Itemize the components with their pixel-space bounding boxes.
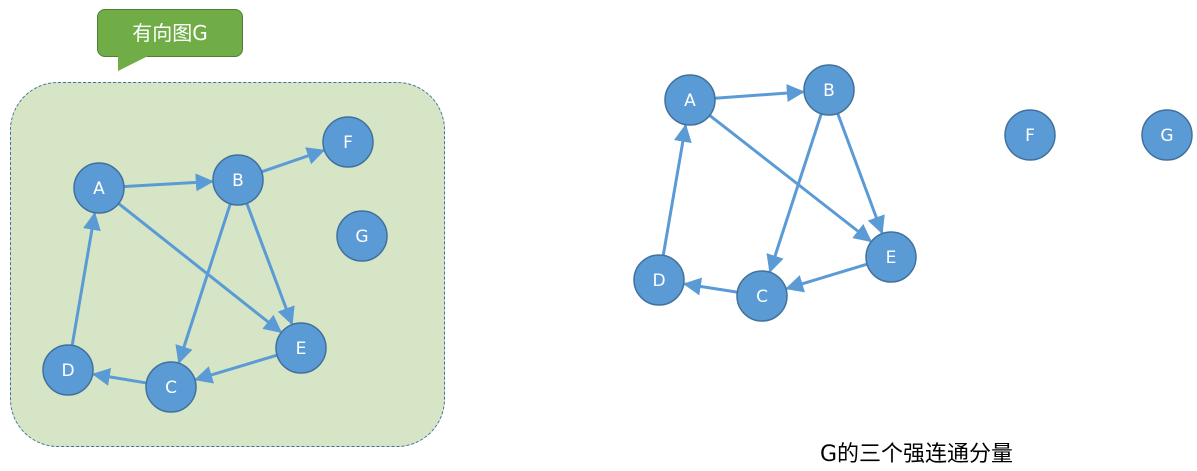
node-circle <box>145 361 197 413</box>
node-g-graph1: G <box>336 210 388 262</box>
node-label: F <box>1025 126 1035 146</box>
node-circle <box>633 254 685 306</box>
edge-c-d-graph2 <box>682 277 738 296</box>
edge-e-c-graph2 <box>785 262 868 293</box>
node-label: C <box>756 287 768 307</box>
edge-c-d-graph1 <box>91 367 147 386</box>
edge-a-b-graph1 <box>123 173 214 192</box>
node-b-graph1: B <box>212 154 264 206</box>
node-d-graph1: D <box>42 344 94 396</box>
edge-b-e-graph2 <box>836 112 885 235</box>
node-label: D <box>652 271 665 291</box>
node-a-graph1: A <box>73 162 125 214</box>
node-circle <box>803 64 855 116</box>
node-b-graph2: B <box>803 64 855 116</box>
node-circle <box>1141 109 1193 161</box>
callout-pointer <box>118 55 150 71</box>
node-f-graph1: F <box>322 116 374 168</box>
edge-b-f-graph1 <box>261 147 326 174</box>
node-label: F <box>343 133 353 153</box>
edge-d-a-graph2 <box>661 123 692 256</box>
node-d-graph2: D <box>633 254 685 306</box>
edge-d-a-graph1 <box>70 211 101 346</box>
node-circle <box>664 74 716 126</box>
edge-b-c-graph2 <box>766 113 823 273</box>
node-f-graph2: F <box>1004 109 1056 161</box>
node-label: A <box>93 179 105 199</box>
node-circle <box>42 344 94 396</box>
edge-b-e-graph1 <box>245 202 295 326</box>
node-label: E <box>886 248 897 268</box>
edge-a-e-graph1 <box>117 202 283 334</box>
node-label: G <box>1160 126 1173 146</box>
graph-title-callout: 有向图G <box>97 9 243 57</box>
node-label: E <box>296 339 307 359</box>
node-circle <box>322 116 374 168</box>
edge-a-b-graph2 <box>714 84 805 103</box>
edge-a-e-graph2 <box>708 114 872 243</box>
node-e-graph2: E <box>865 231 917 283</box>
edge-e-c-graph1 <box>194 353 278 384</box>
node-label: D <box>61 361 74 381</box>
node-circle <box>736 270 788 322</box>
node-g-graph2: G <box>1141 109 1193 161</box>
components-caption: G的三个强连通分量 <box>820 442 1014 467</box>
node-label: B <box>823 81 835 101</box>
node-label: C <box>165 378 177 398</box>
node-e-graph1: E <box>275 322 327 374</box>
node-a-graph2: A <box>664 74 716 126</box>
node-circle <box>275 322 327 374</box>
node-circle <box>865 231 917 283</box>
node-circle <box>336 210 388 262</box>
edge-b-c-graph1 <box>175 203 232 364</box>
node-label: G <box>355 227 368 247</box>
node-c-graph2: C <box>736 270 788 322</box>
node-circle <box>73 162 125 214</box>
node-c-graph1: C <box>145 361 197 413</box>
node-circle <box>1004 109 1056 161</box>
node-circle <box>212 154 264 206</box>
node-label: B <box>232 171 244 191</box>
node-label: A <box>684 91 696 111</box>
